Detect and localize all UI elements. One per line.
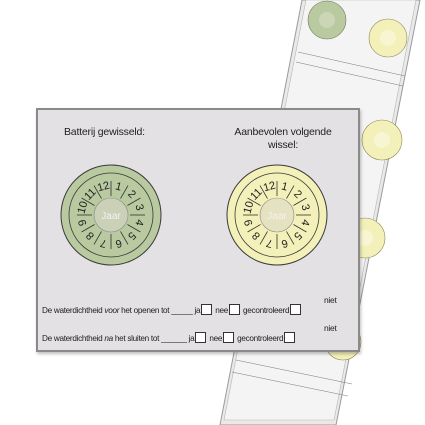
waterproof-before-opening-row: De waterdichtheid voor het openen tot __… — [42, 295, 337, 315]
dial-tick — [120, 185, 129, 199]
dial-number: 1 — [280, 180, 289, 193]
dial-tick — [127, 197, 141, 206]
dial-tick — [247, 224, 261, 233]
checkbox-niet-gecontroleerd[interactable] — [290, 304, 302, 315]
dial-number: 6 — [114, 236, 123, 249]
checkbox-nee[interactable] — [223, 332, 235, 343]
checkbox-niet-gecontroleerd[interactable] — [284, 332, 296, 343]
checkbox-ja[interactable] — [201, 304, 213, 315]
dial-number: 10 — [76, 200, 91, 215]
dial-tick — [127, 224, 141, 233]
dial-ring — [68, 172, 154, 258]
dial-tick — [247, 197, 261, 206]
dial-number: 7 — [265, 236, 274, 249]
dial-center-label: Jaar — [267, 211, 287, 222]
checkbox-ja[interactable] — [195, 332, 207, 343]
checkbox-nee[interactable] — [229, 304, 241, 315]
dial-center — [93, 197, 129, 233]
dial-number: 12 — [262, 180, 277, 195]
dial-number: 10 — [242, 200, 257, 215]
dial-number: 4 — [132, 218, 145, 227]
dial-number: 3 — [298, 203, 311, 212]
dial-tick — [81, 224, 95, 233]
waterproof-after-closing-row: De waterdichtheid na het sluiten tot ___… — [42, 323, 337, 343]
next-change-label-line1: Aanbevolen volgende — [234, 126, 332, 138]
dial-tick — [93, 185, 102, 199]
dial-number: 9 — [76, 218, 89, 227]
dial-tick — [93, 231, 102, 245]
dial-number: 6 — [280, 236, 289, 249]
dial-number: 1 — [114, 180, 123, 193]
dial-tick — [259, 185, 268, 199]
dial-number: 7 — [99, 236, 108, 249]
dial-tick — [120, 231, 129, 245]
dial-tick — [293, 224, 307, 233]
dial-number: 3 — [132, 203, 145, 212]
dial-number: 4 — [298, 218, 311, 227]
dial-tick — [286, 185, 295, 199]
dial-tick — [293, 197, 307, 206]
battery-label-card: Batterij gewisseld: Aanbevolen volgende … — [36, 108, 360, 352]
dial-tick — [259, 231, 268, 245]
dial-number: 12 — [96, 180, 111, 195]
dial-ring — [234, 172, 320, 258]
next-change-label: Aanbevolen volgende wissel: — [218, 126, 348, 152]
battery-changed-label: Batterij gewisseld: — [64, 126, 145, 138]
dial-number: 9 — [242, 218, 255, 227]
dial-center-label: Jaar — [101, 211, 121, 222]
dial-tick — [286, 231, 295, 245]
dial-tick — [81, 197, 95, 206]
dial-center — [259, 197, 295, 233]
next-change-label-line2: wissel: — [267, 139, 299, 151]
